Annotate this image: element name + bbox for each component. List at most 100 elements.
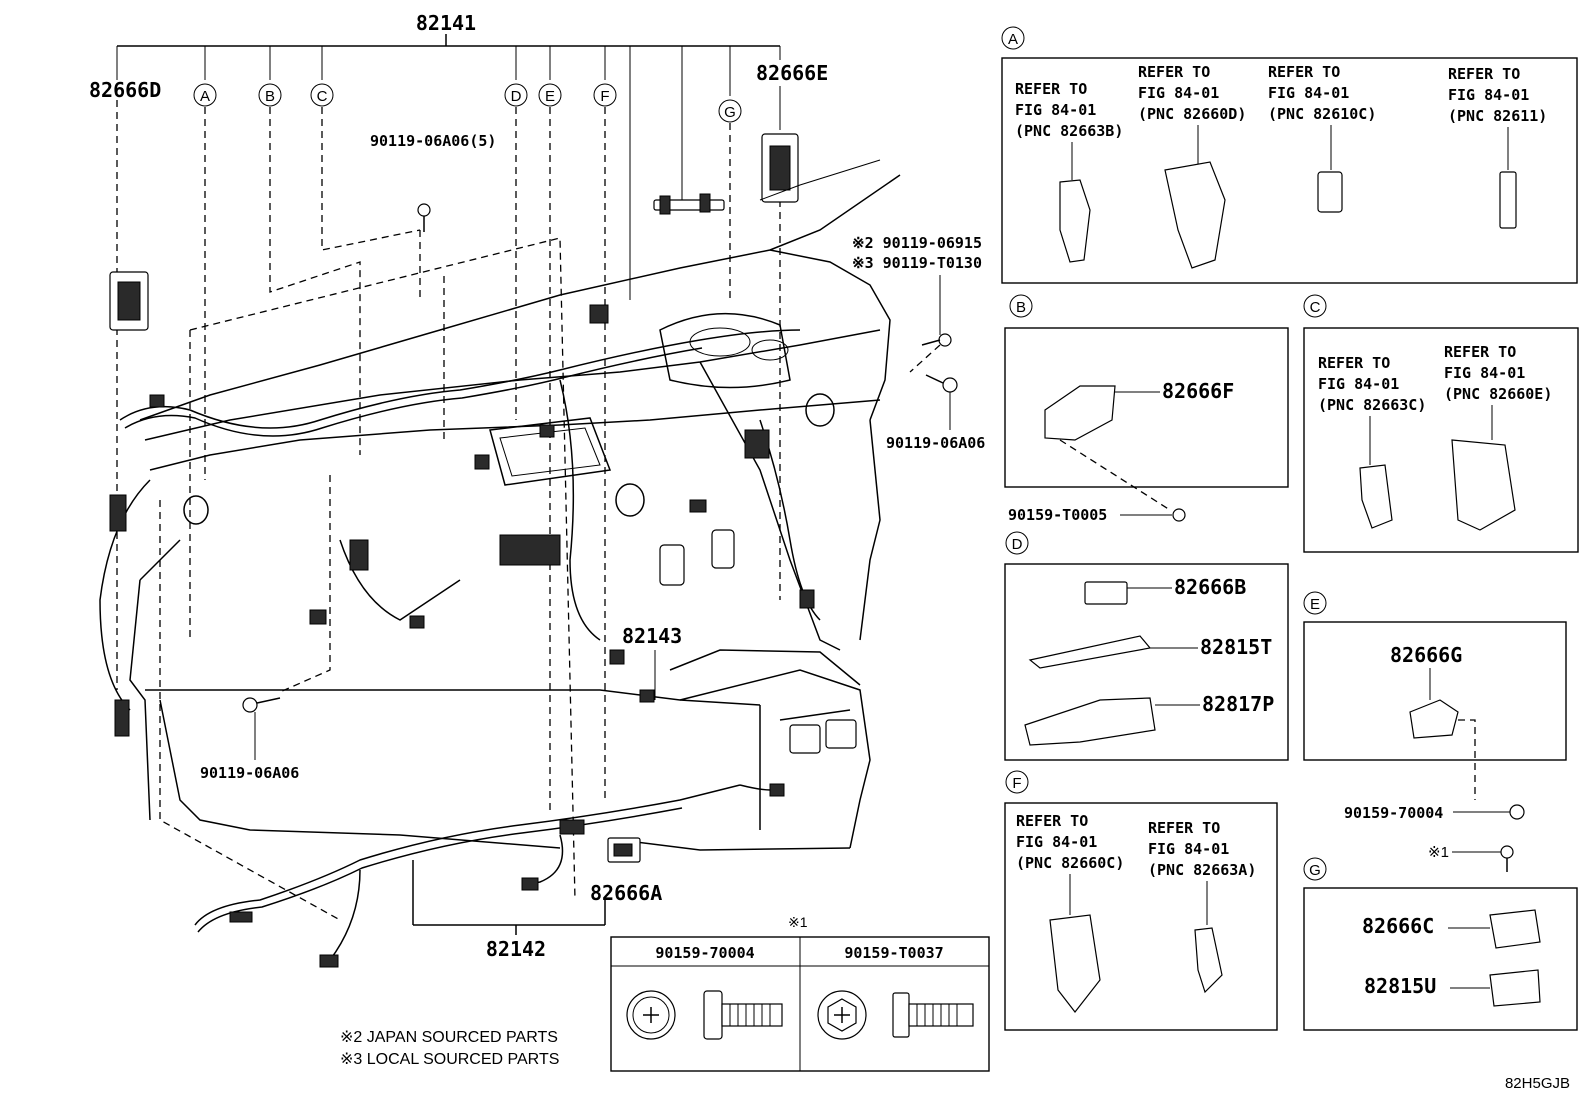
bolt-90159-70004-label[interactable]: 90159-70004 <box>1344 804 1443 822</box>
fastener-table-note: ※1 <box>788 914 808 930</box>
detail-a-label: A <box>1008 31 1018 48</box>
part-82815U-label[interactable]: 82815U <box>1364 974 1436 998</box>
part-82666C-label[interactable]: 82666C <box>1362 914 1434 938</box>
bolt-left-bottom-label[interactable]: 90119-06A06 <box>200 764 299 782</box>
callout-d[interactable]: D <box>511 88 522 105</box>
bracket-drops <box>116 46 781 300</box>
ref-f1-line1: REFER TO <box>1016 812 1088 830</box>
connector-82660D[interactable] <box>1164 161 1226 269</box>
connector-82663B[interactable] <box>1059 179 1091 263</box>
ref-c2-line1: REFER TO <box>1444 343 1516 361</box>
callout-e[interactable]: E <box>545 88 555 105</box>
ref-a4-line2: FIG 84-01 <box>1448 86 1529 104</box>
callout-f[interactable]: F <box>600 88 609 105</box>
ref-f2-line2: FIG 84-01 <box>1148 840 1229 858</box>
figure-code: 82H5GJB <box>1505 1075 1570 1092</box>
ref-c2-line2: FIG 84-01 <box>1444 364 1525 382</box>
ref-f1-line2: FIG 84-01 <box>1016 833 1097 851</box>
callout-a[interactable]: A <box>200 88 210 105</box>
bolt-icon <box>921 333 952 347</box>
bracket-82815U[interactable] <box>1489 969 1541 1007</box>
bolt-right-a-label[interactable]: ※2 90119-06915 <box>852 234 982 252</box>
part-82666F-label[interactable]: 82666F <box>1162 379 1234 403</box>
ref-a4-line1: REFER TO <box>1448 65 1520 83</box>
part-82666D-label[interactable]: 82666D <box>89 78 161 102</box>
part-82141-label[interactable]: 82141 <box>416 11 476 35</box>
detail-d-label: D <box>1012 536 1023 553</box>
ref-a1-line3[interactable]: (PNC 82663B) <box>1015 122 1123 140</box>
part-82817P-label[interactable]: 82817P <box>1202 692 1274 716</box>
part-82815T-label[interactable]: 82815T <box>1200 635 1272 659</box>
ref-c2-line3[interactable]: (PNC 82660E) <box>1444 385 1552 403</box>
connector-82663A[interactable] <box>1194 927 1223 994</box>
ref-a3-line1: REFER TO <box>1268 63 1340 81</box>
part-82666G-label[interactable]: 82666G <box>1390 643 1462 667</box>
connector-82666A[interactable] <box>607 837 641 863</box>
ref-a3-line3[interactable]: (PNC 82610C) <box>1268 105 1376 123</box>
detail-e: E 82666G 90159-70004 ※1 <box>1303 591 1567 872</box>
ref-f1-line3[interactable]: (PNC 82660C) <box>1016 854 1124 872</box>
connector-82666D[interactable] <box>109 271 149 331</box>
callout-b[interactable]: B <box>265 88 275 105</box>
detail-g-label: G <box>1309 862 1321 879</box>
ref-a2-line1: REFER TO <box>1138 63 1210 81</box>
part-82142-label[interactable]: 82142 <box>486 937 546 961</box>
ref-f2-line1: REFER TO <box>1148 819 1220 837</box>
part-82666E-label[interactable]: 82666E <box>756 61 828 85</box>
connector-82610C[interactable] <box>1317 171 1343 213</box>
screw-head-icon <box>817 990 867 1040</box>
detail-c: C REFER TO FIG 84-01 (PNC 82663C) REFER … <box>1303 294 1579 553</box>
connector-82663C[interactable] <box>1359 464 1393 529</box>
connector-82666F[interactable] <box>1044 385 1116 441</box>
detail-a: A REFER TO FIG 84-01 (PNC 82663B) REFER … <box>1001 26 1578 284</box>
detail-b: B 82666F 90159-T0005 <box>1004 294 1289 524</box>
ref-c1-line2: FIG 84-01 <box>1318 375 1399 393</box>
bolt-right-b-label[interactable]: ※3 90119-T0130 <box>852 254 982 272</box>
ref-a1-line2: FIG 84-01 <box>1015 101 1096 119</box>
main-assembly: 82141 A B C D E F G <box>89 11 985 968</box>
connector-82666E[interactable] <box>761 133 799 203</box>
callout-c[interactable]: C <box>317 88 328 105</box>
connector-82666G[interactable] <box>1409 699 1459 739</box>
connector-82660C[interactable] <box>1049 914 1101 1013</box>
connector-82660E[interactable] <box>1451 439 1516 531</box>
bolt-icon <box>1500 845 1514 872</box>
detail-d: D 82666B 82815T 82817P <box>1004 531 1289 761</box>
ref-f2-line3[interactable]: (PNC 82663A) <box>1148 861 1256 879</box>
ref-a2-line3[interactable]: (PNC 82660D) <box>1138 105 1246 123</box>
fastener-col2-label[interactable]: 90159-T0037 <box>844 944 943 962</box>
screw-side-icon <box>703 990 783 1040</box>
ref-a3-line2: FIG 84-01 <box>1268 84 1349 102</box>
fastener-table: ※1 90159-70004 90159-T0037 <box>610 914 990 1072</box>
bolt-icon <box>242 697 281 713</box>
footnote-japan: ※2 JAPAN SOURCED PARTS <box>340 1029 558 1046</box>
connector-82666B[interactable] <box>1084 581 1128 605</box>
part-82666B-label[interactable]: 82666B <box>1174 575 1246 599</box>
bolt-icon <box>417 203 431 232</box>
part-82666A-label[interactable]: 82666A <box>590 881 662 905</box>
bolt-icon <box>925 374 958 393</box>
connector-82611[interactable] <box>1499 171 1517 229</box>
ref-a4-line3[interactable]: (PNC 82611) <box>1448 107 1547 125</box>
ref-c1-line3[interactable]: (PNC 82663C) <box>1318 396 1426 414</box>
callout-g[interactable]: G <box>724 104 736 121</box>
leader-dashes <box>116 100 941 921</box>
detail-b-label: B <box>1016 299 1026 316</box>
detail-c-label: C <box>1310 299 1321 316</box>
fastener-col1-label[interactable]: 90159-70004 <box>655 944 754 962</box>
screw-side-icon <box>892 992 974 1038</box>
detail-f-label: F <box>1012 775 1021 792</box>
bolt-right-c-label[interactable]: 90119-06A06 <box>886 434 985 452</box>
ref-a2-line2: FIG 84-01 <box>1138 84 1219 102</box>
bracket-82817P[interactable] <box>1024 697 1156 746</box>
connector-82666C[interactable] <box>1489 909 1541 949</box>
bolt-top-label[interactable]: 90119-06A06(5) <box>370 132 496 150</box>
dashboard-outline <box>99 159 901 851</box>
detail-g: G 82666C 82815U <box>1303 857 1578 1031</box>
bolt-90159-T0005-label[interactable]: 90159-T0005 <box>1008 506 1107 524</box>
ref-a1-line1: REFER TO <box>1015 80 1087 98</box>
footnote-local: ※3 LOCAL SOURCED PARTS <box>340 1051 559 1068</box>
part-82143-label[interactable]: 82143 <box>622 624 682 648</box>
